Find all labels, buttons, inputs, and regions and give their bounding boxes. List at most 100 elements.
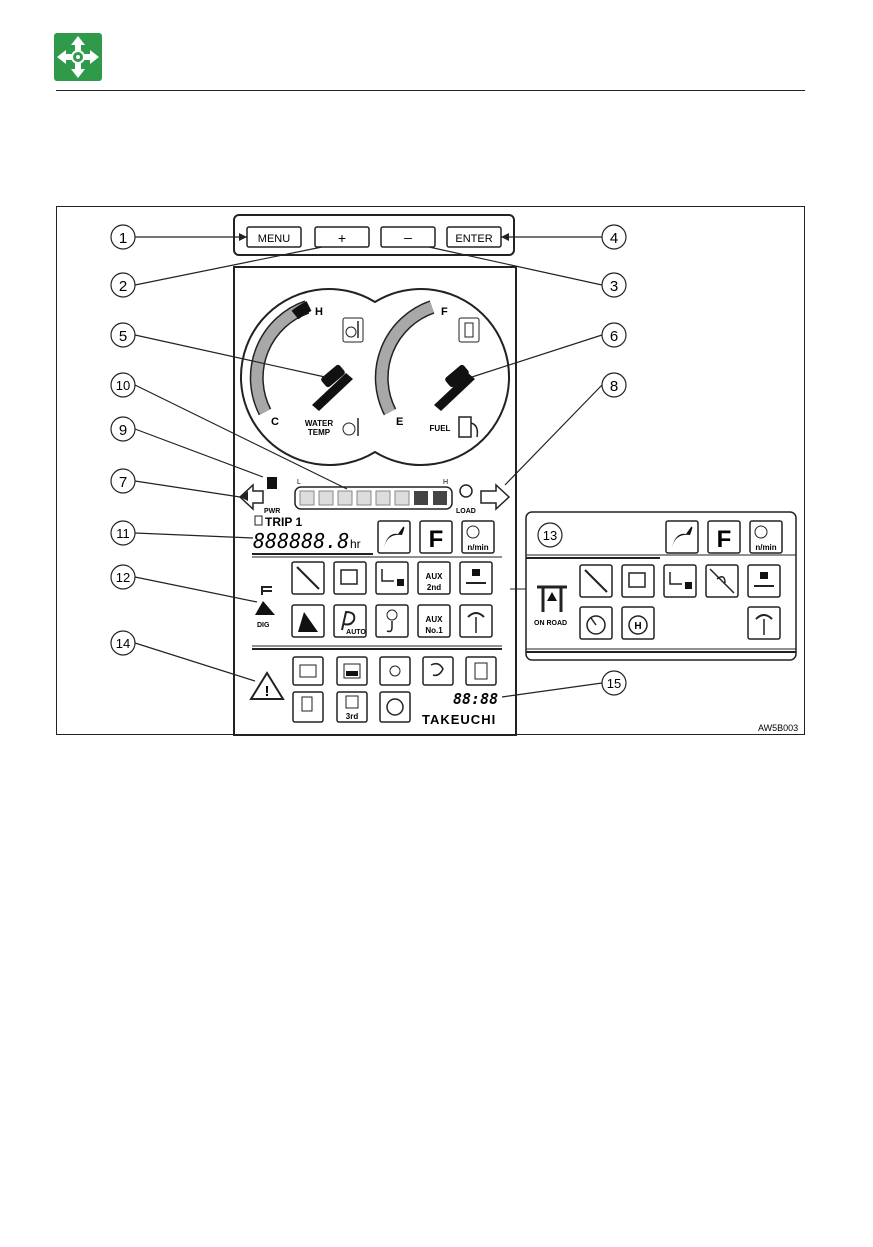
- callout-7: 7: [111, 469, 135, 493]
- water-temp-warning-icon: [343, 318, 363, 342]
- ext-lock-travel-icon: [748, 565, 780, 597]
- rabbit-icon: [378, 521, 410, 553]
- hydraulic-oil-icon: [466, 657, 496, 685]
- callout-1: 1: [111, 225, 135, 249]
- ext-f-mode-label: F: [717, 526, 732, 553]
- callout-2: 2: [111, 273, 135, 297]
- water-separator-icon: [337, 657, 367, 685]
- fuel-filter-icon: [293, 692, 323, 722]
- f-mode-label: F: [429, 526, 444, 553]
- trip-icon: [255, 516, 262, 525]
- auto-idle-icon: AUTO: [334, 605, 366, 637]
- ext-regen-icon: [622, 565, 654, 597]
- trip-unit: hr: [350, 537, 361, 551]
- ext-attachment-lock-icon: [664, 565, 696, 597]
- work-light-icon: [706, 565, 738, 597]
- blade-float-icon: [460, 605, 492, 637]
- regen-icon: [334, 562, 366, 594]
- callout-number: 8: [610, 378, 618, 395]
- dig-label: DIG: [257, 622, 270, 629]
- load-meter-low-label: L: [297, 479, 301, 486]
- aux-2nd-icon: AUX 2nd: [418, 562, 450, 594]
- engine-speed-label: n/min: [467, 543, 488, 552]
- figure-code: AW5B003: [758, 723, 798, 733]
- svg-text:!: !: [265, 683, 270, 700]
- menu-button-label: MENU: [258, 233, 290, 245]
- callout-number: 13: [543, 528, 557, 543]
- callout-number: 3: [610, 278, 618, 295]
- plus-button[interactable]: +: [315, 227, 369, 247]
- minus-button[interactable]: –: [381, 227, 435, 247]
- callout-number: 9: [119, 422, 127, 439]
- plus-button-label: +: [338, 230, 346, 246]
- aux-2nd-aux-label: AUX: [426, 572, 444, 581]
- callout-number: 10: [116, 378, 130, 393]
- ext-rabbit-icon: [666, 521, 698, 553]
- f-mode-icon: F: [420, 521, 452, 553]
- instrument-panel-figure: MENU + – ENTER H C WATER TEMP F E FUEL: [56, 206, 805, 735]
- brake-icon: [380, 692, 410, 722]
- load-mode-icon: LOAD: [456, 485, 476, 515]
- water-temp-low-label: C: [271, 416, 279, 428]
- trip-label: TRIP 1: [265, 515, 302, 529]
- lock-travel-icon: [460, 562, 492, 594]
- dig-mode-icon: DIG: [255, 587, 275, 629]
- gear-shift-icon: H: [622, 607, 654, 639]
- auto-label: AUTO: [346, 629, 366, 636]
- fuel-full-label: F: [441, 306, 448, 318]
- callout-3: 3: [602, 273, 626, 297]
- callout-number: 4: [610, 230, 618, 247]
- svg-text:H: H: [634, 621, 641, 632]
- aux-no1-label: No.1: [425, 626, 443, 635]
- enter-button-label: ENTER: [455, 233, 492, 245]
- callout-8: 8: [602, 373, 626, 397]
- aux-no1-aux-label: AUX: [426, 615, 444, 624]
- callout-12: 12: [111, 565, 135, 589]
- water-temp-high-label: H: [315, 306, 323, 318]
- load-label: LOAD: [456, 508, 476, 515]
- menu-button[interactable]: MENU: [247, 227, 301, 247]
- callout-10: 10: [111, 373, 135, 397]
- icon-grid-row1: AUX 2nd: [292, 562, 492, 594]
- callout-number: 12: [116, 570, 130, 585]
- aux-2nd-label: 2nd: [427, 583, 441, 592]
- fuel-empty-label: E: [396, 416, 403, 428]
- callout-9: 9: [111, 417, 135, 441]
- minus-button-label: –: [404, 229, 412, 245]
- pwr-label: PWR: [264, 508, 280, 515]
- callout-11: 11: [111, 521, 135, 545]
- air-filter-icon: [423, 657, 453, 685]
- icon-grid-row2: AUTO AUX No.1: [292, 605, 492, 637]
- water-temp-label-line1: WATER: [305, 419, 334, 428]
- ext-engine-speed-label: n/min: [755, 543, 776, 552]
- boom-icon: [292, 605, 324, 637]
- regen-disable-icon: [292, 562, 324, 594]
- speedometer-icon: [580, 607, 612, 639]
- callout-number: 2: [119, 278, 127, 295]
- on-road-label: ON ROAD: [534, 620, 567, 627]
- enter-button[interactable]: ENTER: [447, 227, 501, 247]
- aux-3rd-label: 3rd: [346, 712, 359, 721]
- ext-blade-float-icon: [748, 607, 780, 639]
- aux-no1-icon: AUX No.1: [418, 605, 450, 637]
- warning-triangle-icon: !: [251, 673, 283, 700]
- engine-speed-icon: n/min: [462, 521, 494, 553]
- gauge-cluster: H C WATER TEMP F E FUEL: [241, 289, 509, 465]
- trip-value: 888888.8: [253, 529, 349, 553]
- callout-number: 14: [116, 636, 130, 651]
- crane-hook-icon: [376, 605, 408, 637]
- ext-engine-speed-icon: n/min: [750, 521, 782, 553]
- attachment-lock-icon: [376, 562, 408, 594]
- header-rule: [56, 90, 805, 91]
- ext-regen-disable-icon: [580, 565, 612, 597]
- callout-15: 15: [602, 671, 626, 695]
- load-arrow-icon: [481, 485, 509, 509]
- callout-number: 1: [119, 230, 127, 247]
- ext-f-mode-icon: F: [708, 521, 740, 553]
- battery-charge-icon: [293, 657, 323, 685]
- clock-display: 88:88: [453, 690, 498, 708]
- callout-number: 5: [119, 328, 127, 345]
- fuel-label: FUEL: [430, 424, 451, 433]
- water-temp-label-line2: TEMP: [308, 428, 331, 437]
- callout-number: 6: [610, 328, 618, 345]
